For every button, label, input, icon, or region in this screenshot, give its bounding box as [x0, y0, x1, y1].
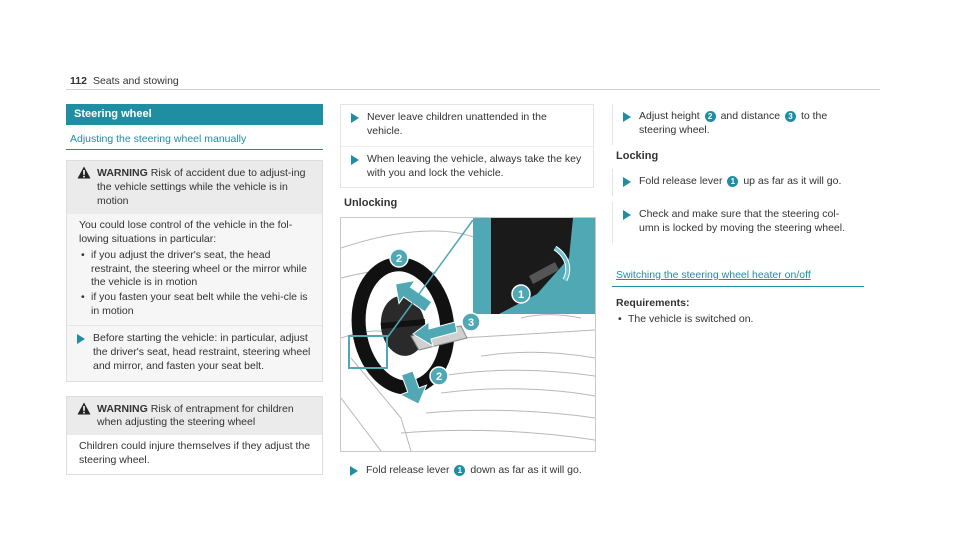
bullet-item: if you adjust the driver's seat, the hea… — [79, 249, 314, 291]
step-unlock: Fold release lever 1 down as far as it w… — [340, 457, 594, 485]
page-header: 112 Seats and stowing — [70, 75, 179, 89]
arrow-right-icon — [350, 465, 358, 476]
header-rule — [66, 89, 880, 90]
arrow-right-icon — [77, 333, 85, 344]
warning-body: Children could injure themselves if they… — [67, 435, 322, 474]
column-right: Adjust height 2 and distance 3 to the st… — [612, 104, 864, 326]
callout-badge: 2 — [704, 111, 716, 122]
callout-2-bottom: 2 — [436, 371, 442, 383]
step-item: When leaving the vehicle, always take th… — [341, 145, 593, 188]
locking-title: Locking — [616, 149, 659, 162]
requirement-item: The vehicle is switched on. — [616, 313, 864, 327]
warning-bullets: if you adjust the driver's seat, the hea… — [79, 249, 314, 319]
warning-text: Risk of accident due to adjust-ing the v… — [97, 167, 306, 208]
bullet-item: if you fasten your seat belt while the v… — [79, 291, 314, 319]
step-list-top: Never leave children unattended in the v… — [340, 104, 594, 189]
section-title: Steering wheel — [66, 104, 323, 125]
step-text-pre: Fold release lever — [366, 463, 450, 476]
page-number: 112 — [70, 75, 87, 87]
warning-triangle-icon — [77, 402, 91, 415]
warning-action-step: Before starting the vehicle: in particul… — [67, 324, 322, 381]
warning-triangle-icon — [77, 166, 91, 179]
column-left: Steering wheel Adjusting the steering wh… — [66, 104, 323, 483]
requirements-title: Requirements: — [616, 296, 690, 309]
step-text-mid: and distance — [720, 110, 781, 122]
step-adjust: Adjust height 2 and distance 3 to the st… — [612, 104, 864, 145]
requirements-list: The vehicle is switched on. — [616, 313, 864, 327]
warning-body: You could lose control of the vehicle in… — [67, 213, 322, 325]
warning-word: WARNING — [97, 402, 148, 415]
arrow-right-icon — [623, 177, 631, 188]
callout-1: 1 — [518, 289, 524, 301]
step-text: Never leave children unattended in the v… — [367, 111, 547, 137]
step-text-post: to the steering wheel. — [639, 110, 828, 136]
step-text: Check and make sure that the steering co… — [639, 208, 846, 234]
subsection-title: Adjusting the steering wheel manually — [66, 125, 323, 151]
callout-badge: 1 — [727, 176, 739, 188]
arrow-right-icon — [351, 113, 359, 123]
steering-wheel-illustration: 2 1 3 2 — [341, 217, 595, 451]
unlocking-title: Unlocking — [344, 197, 398, 210]
heater-title-text: Switching the steering wheel heater on/o… — [616, 268, 811, 281]
callout-badge: 1 — [454, 464, 466, 476]
figure-callouts: 2 1 3 2 — [389, 248, 531, 386]
warning-text: Risk of entrapment for children when adj… — [97, 402, 294, 429]
warning-body-text: You could lose control of the vehicle in… — [79, 218, 293, 245]
column-middle: Never leave children unattended in the v… — [340, 104, 596, 485]
step-text: Before starting the vehicle: in particul… — [93, 331, 311, 372]
callout-2-top: 2 — [396, 253, 402, 265]
step-item: Never leave children unattended in the v… — [341, 105, 593, 146]
header-title: Seats and stowing — [92, 75, 179, 87]
arrow-right-icon — [351, 154, 359, 165]
step-text-post: up as far as it will go. — [743, 175, 842, 188]
arrow-right-icon — [623, 112, 631, 122]
step-check: Check and make sure that the steering co… — [612, 202, 864, 243]
arrow-right-icon — [623, 210, 631, 221]
step-text-post: down as far as it will go. — [470, 463, 582, 476]
step-text-pre: Fold release lever — [639, 175, 723, 188]
warning-word: WARNING — [97, 167, 148, 180]
heater-title: Switching the steering wheel heater on/o… — [612, 261, 864, 287]
callout-badge: 3 — [785, 111, 797, 122]
callout-3: 3 — [468, 317, 474, 329]
warning-body-text: Children could injure themselves if they… — [79, 440, 311, 467]
step-lock: Fold release lever 1 up as far as it wil… — [612, 169, 864, 197]
step-text: When leaving the vehicle, always take th… — [367, 152, 582, 179]
steering-wheel-figure: 2 1 3 2 — [340, 216, 596, 452]
step-text-pre: Adjust height — [639, 110, 700, 122]
